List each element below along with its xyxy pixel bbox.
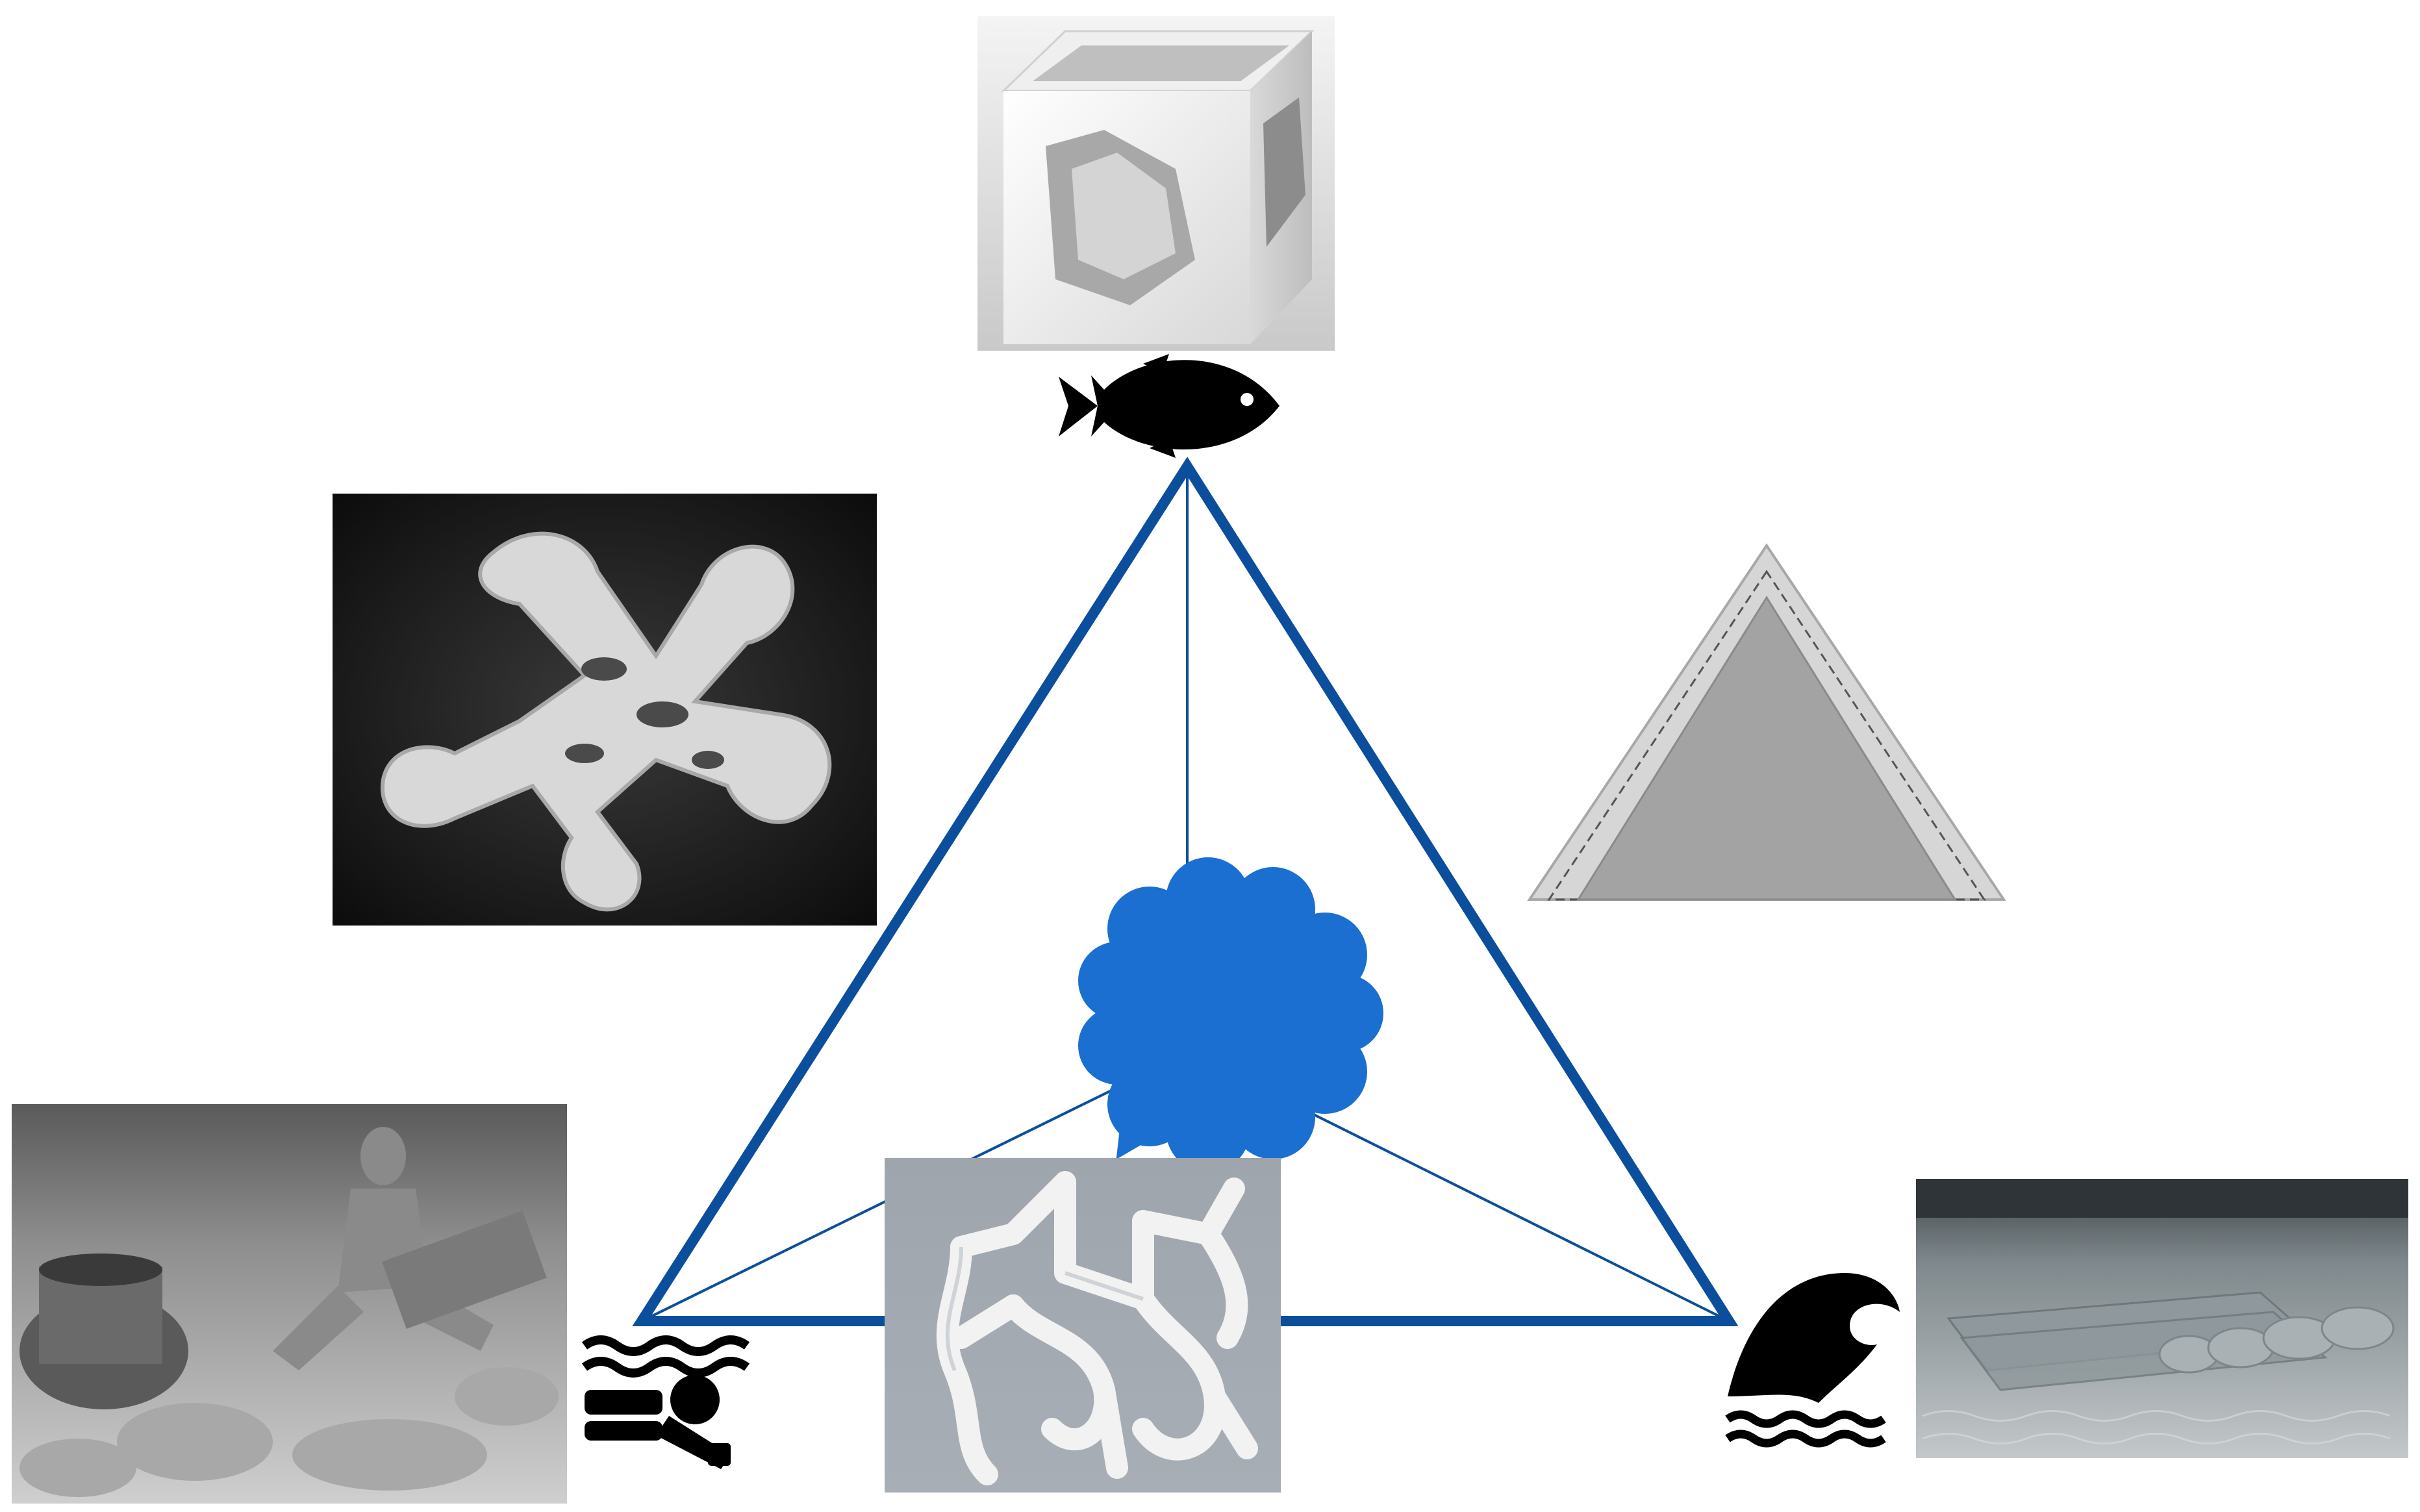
cube-render-image xyxy=(977,16,1335,351)
scuba-diver-icon xyxy=(581,1335,750,1469)
underwater-sculpture-image xyxy=(12,1104,567,1504)
coral-structure-image xyxy=(333,494,877,926)
cloud-dashed-arrow xyxy=(1116,1077,1171,1160)
tube-lattice-image xyxy=(885,1158,1281,1493)
center-line-right xyxy=(1233,1074,1730,1322)
layered-triangle-image xyxy=(1527,543,2006,901)
seabed-render-image xyxy=(1916,1179,2408,1458)
center-cloud xyxy=(1078,857,1383,1172)
fish-icon xyxy=(1059,354,1279,458)
wave-icon xyxy=(1725,1273,1900,1448)
